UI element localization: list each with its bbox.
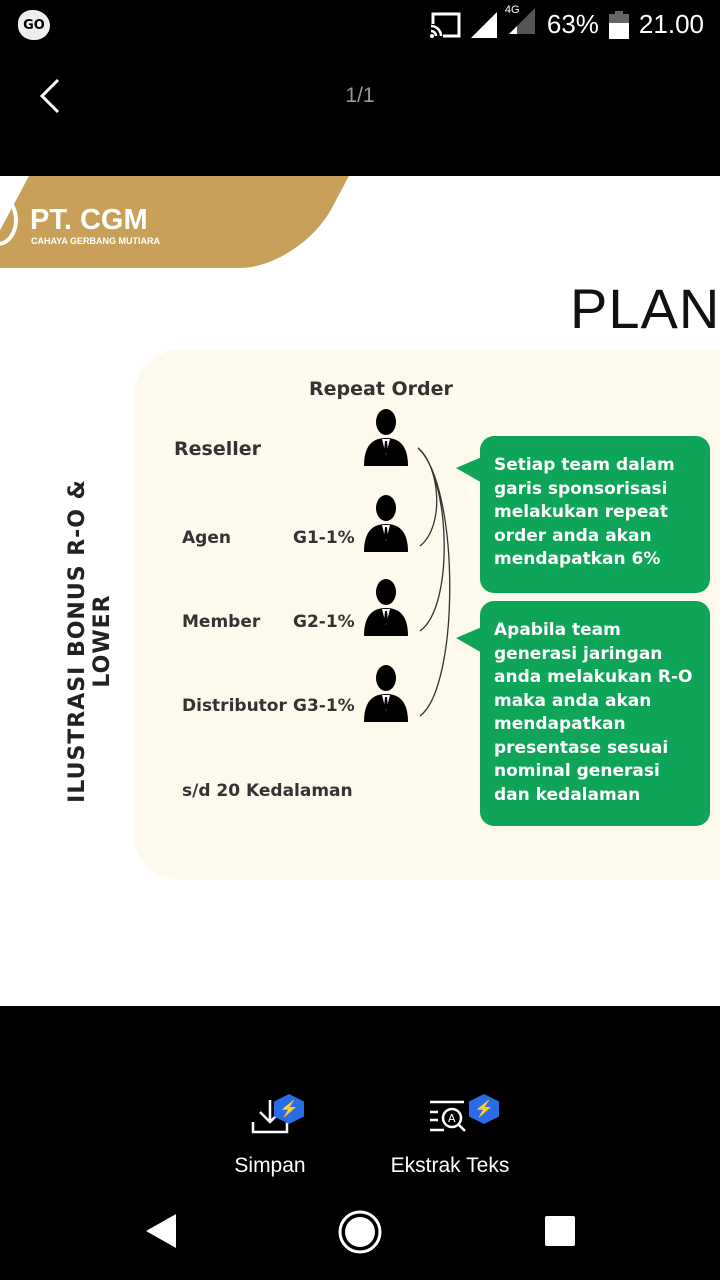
chevron-left-icon <box>39 78 60 114</box>
bubble-pointer <box>456 626 484 654</box>
page-indicator: 1/1 <box>345 84 375 107</box>
bubble-pointer <box>456 456 484 484</box>
text-scan-icon: A <box>430 1100 466 1132</box>
clock: 21.00 <box>638 9 704 39</box>
level-gen: G2-1% <box>293 612 355 632</box>
svg-text:A: A <box>448 1112 456 1125</box>
person-icon <box>364 579 408 636</box>
level-gen: G3-1% <box>293 696 355 716</box>
extract-label: Ekstrak Teks <box>390 1154 510 1177</box>
battery-icon <box>608 10 629 39</box>
lightning-badge-icon: ⚡ <box>274 1094 304 1124</box>
diagram-title: Repeat Order <box>309 378 453 400</box>
save-label: Simpan <box>234 1154 306 1177</box>
person-icon <box>364 665 408 722</box>
logo-title: PT. CGM <box>30 204 148 236</box>
nav-recents-button[interactable] <box>545 1216 575 1246</box>
side-title: ILUSTRASI BONUS R-O & LOWER <box>65 479 115 803</box>
person-icon <box>364 495 408 552</box>
level-role: Distributor <box>182 696 287 716</box>
document-image[interactable]: PT. CGM CAHAYA GERBANG MUTIARA PLAN ILUS… <box>0 176 720 1006</box>
level-role: Reseller <box>174 438 261 460</box>
signal-4g-icon: 4G <box>505 4 537 41</box>
extract-text-button[interactable]: A ⚡ Ekstrak Teks <box>380 1094 520 1178</box>
signal-icon <box>470 11 497 38</box>
lightning-badge-icon: ⚡ <box>469 1094 499 1124</box>
go-app-icon: GO <box>18 10 50 40</box>
connector-lines <box>417 447 451 717</box>
info-bubble-2: Apabila team generasi jaringan anda mela… <box>480 601 710 826</box>
info-bubble-1: Setiap team dalam garis sponsorisasi mel… <box>480 436 710 593</box>
page-heading: PLAN <box>570 277 720 340</box>
back-button[interactable] <box>38 78 62 123</box>
depth-note: s/d 20 Kedalaman <box>182 781 353 801</box>
battery-percent: 63% <box>546 9 599 39</box>
cast-icon <box>428 12 461 38</box>
logo-subtitle: CAHAYA GERBANG MUTIARA <box>31 236 161 246</box>
nav-back-button[interactable] <box>144 1212 178 1250</box>
level-role: Agen <box>182 528 231 548</box>
level-gen: G1-1% <box>293 528 355 548</box>
save-button[interactable]: ⚡ Simpan <box>224 1094 316 1178</box>
status-bar: GO 4G 63% 21.00 <box>0 0 720 50</box>
level-role: Member <box>182 612 261 632</box>
nav-home-button[interactable] <box>338 1210 382 1254</box>
person-icon <box>364 409 408 466</box>
